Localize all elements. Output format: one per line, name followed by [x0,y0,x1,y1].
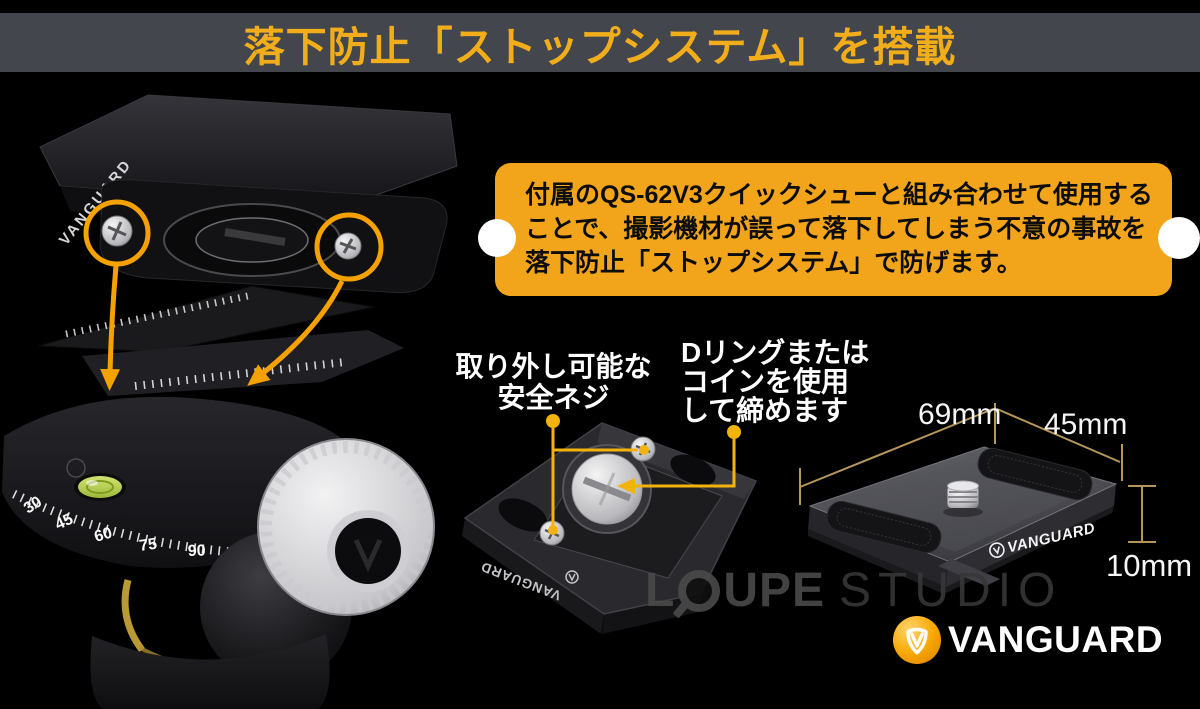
highlight-circle-right [314,212,384,282]
plate-right-photo: VANGUARD [799,403,1156,594]
highlight-annotations [83,199,384,391]
plate-safety-screw-left [101,215,133,247]
plate-safety-screw-right [334,232,362,260]
svg-text:75: 75 [138,536,158,555]
watermark-part3: STUDIO [839,564,1063,617]
dimension-height-label: 10mm [1106,548,1193,583]
callout-safety-screw-line1: 取り外し可能な [455,351,652,382]
plate-middle-photo: VANGUARD [462,414,758,634]
arrow-right [247,279,345,386]
vanguard-logo-text: VANGUARD [948,619,1164,660]
highlight-circle-left [83,199,151,267]
dimension-width-label: 69mm [918,398,1002,431]
callout-safety-screw: 取り外し可能な 安全ネジ [441,351,666,413]
vanguard-shield-icon [893,616,941,664]
info-line-3: 落下防止「ストップシステム」で防げます。 [525,249,1022,277]
info-line-1: 付属のQS-62V3クイックシューと組み合わせて使用する [525,181,1153,209]
locking-knob [257,438,435,616]
svg-text:45: 45 [53,511,76,534]
watermark: L UPE STUDIO [645,563,1062,618]
pointer-annotations [546,414,741,535]
dimension-depth-label: 45mm [1044,408,1128,441]
callout-safety-screw-line2: 安全ネジ [497,382,610,413]
callout-tighten-line2: コインを使用 [681,366,850,397]
info-line-2: ことで、撮影機材が誤って落下してしまう不意の事故を [525,215,1147,243]
svg-text:60: 60 [92,525,114,546]
watermark-part1: L [645,564,676,617]
grip-pad-right [977,447,1093,501]
decorative-dot-right [1158,217,1200,259]
callout-tighten-line1: Dリングまたは [681,337,870,368]
svg-text:90: 90 [188,542,206,560]
bubble-level [74,473,126,501]
mounting-screw [943,480,983,517]
banner-title: 落下防止「ストップシステム」を搭載 [243,23,957,70]
dimension-lines [799,403,1156,543]
ballhead-photo: VANGUARD [2,94,458,709]
watermark-part2: UPE [723,564,826,617]
top-banner: 落下防止「ストップシステム」を搭載 [0,13,1200,72]
decorative-dot-left [478,219,516,257]
pointer-dot-b [727,425,741,439]
arrow-left [100,265,121,391]
camera-screw [571,453,643,525]
callout-tighten: Dリングまたは コインを使用 して締めます [681,338,901,425]
vanguard-logo: VANGUARD [893,616,1163,664]
pointer-dot-a [546,414,560,428]
loupe-icon [678,569,721,612]
callout-tighten-line3: して締めます [681,395,849,426]
grip-pad-left [826,500,942,554]
info-box: 付属のQS-62V3クイックシューと組み合わせて使用する ことで、撮影機材が誤っ… [495,163,1172,296]
